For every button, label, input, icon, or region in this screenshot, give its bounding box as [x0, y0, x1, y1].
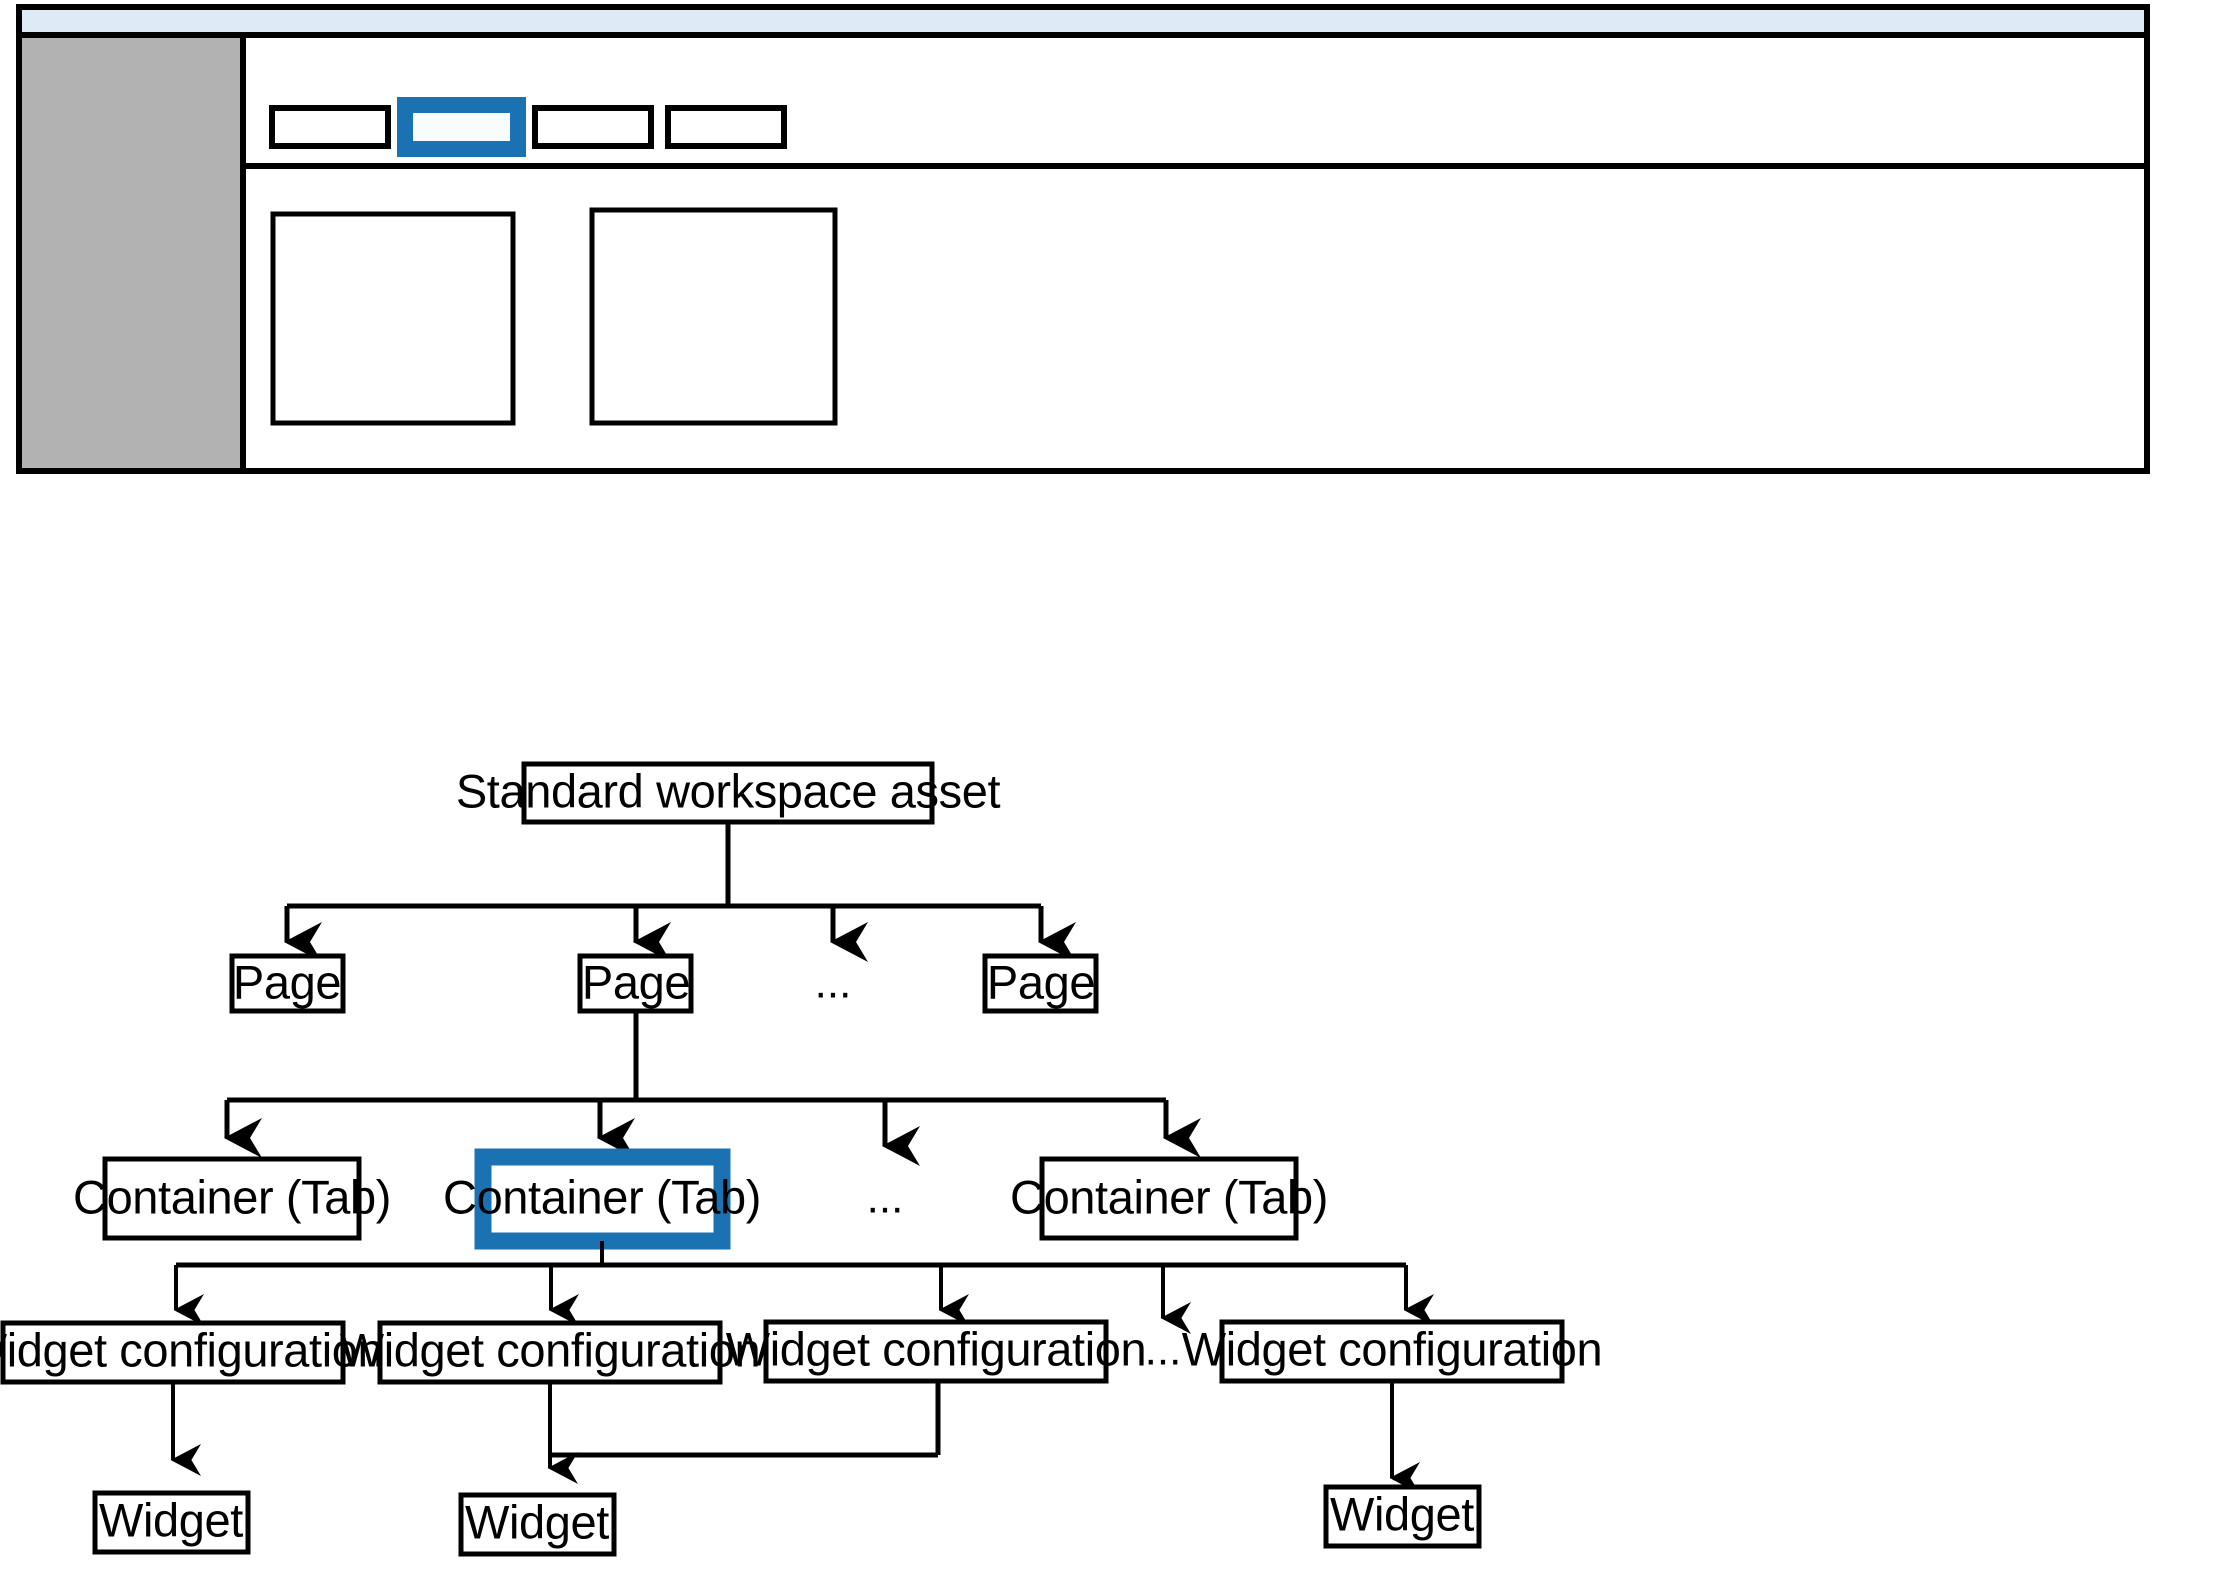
node-page-2-label: Page [582, 955, 690, 1008]
node-widget-1-box [92, 1490, 251, 1555]
mockup-tab-2-active[interactable] [397, 97, 526, 157]
mockup-tab-4[interactable] [665, 105, 787, 149]
connector-widget-configuration-3-to-widget-2 [551, 1381, 941, 1458]
node-page-3[interactable]: Page [982, 953, 1099, 1014]
connector-page-to-containers [223, 1011, 1201, 1167]
node-container-tab-2-selected[interactable]: Container (Tab) [443, 1148, 761, 1250]
node-container-tab-3[interactable]: Container (Tab) [1010, 1156, 1328, 1241]
node-widget-2-label: Widget [465, 1495, 609, 1548]
node-widget-1-label: Widget [99, 1493, 243, 1546]
node-standard-workspace-asset-label: Standard workspace asset [456, 764, 1001, 817]
connector-root-to-pages [283, 822, 1076, 963]
node-page-2[interactable]: Page [577, 953, 694, 1014]
mockup-titlebar [16, 4, 2150, 38]
node-container-tab-2-label: Container (Tab) [443, 1170, 761, 1223]
page-row-ellipsis: ... [815, 959, 852, 1008]
node-container-tab-1-box [102, 1156, 362, 1241]
node-widget-2[interactable]: Widget [458, 1492, 617, 1557]
node-standard-workspace-asset[interactable]: Standard workspace asset [456, 761, 1001, 825]
node-widget-configuration-1-label: Widget configuration [0, 1323, 383, 1376]
node-widget-configuration-2-label: Widget configuration [340, 1323, 760, 1376]
mockup-tab-1[interactable] [269, 105, 391, 149]
node-widget-configuration-1[interactable]: Widget configuration [0, 1320, 384, 1385]
node-widget-configuration-2-box [377, 1320, 723, 1385]
connector-container-to-widget-configurations [173, 1241, 1434, 1335]
node-widget-3-label: Widget [1330, 1487, 1474, 1540]
node-container-tab-1[interactable]: Container (Tab) [73, 1156, 391, 1241]
node-standard-workspace-asset-box [521, 761, 935, 825]
node-widget-configuration-1-box [0, 1320, 346, 1385]
node-page-3-box [982, 953, 1099, 1014]
node-container-tab-3-box [1039, 1156, 1299, 1241]
widget-configuration-row-ellipsis: ... [1145, 1326, 1182, 1375]
node-page-3-label: Page [987, 955, 1095, 1008]
node-widget-configuration-4-label: Widget configuration [1182, 1322, 1602, 1375]
node-container-tab-3-label: Container (Tab) [1010, 1170, 1328, 1223]
mockup-tab-3[interactable] [532, 105, 654, 149]
mockup-widget-1[interactable] [270, 211, 516, 426]
mockup-tab-strip [269, 97, 787, 157]
node-page-1-label: Page [233, 955, 341, 1008]
mockup-widget-area [270, 207, 838, 426]
mockup-sidebar[interactable] [16, 32, 246, 474]
mockup-widget-2[interactable] [589, 207, 838, 426]
node-widget-configuration-3[interactable]: Widget configuration [726, 1319, 1147, 1384]
node-page-2-box [577, 953, 694, 1014]
node-page-1-box [229, 953, 346, 1014]
node-widget-configuration-3-label: Widget configuration [726, 1322, 1146, 1375]
workspace-asset-hierarchy-diagram: Standard workspace asset Page Page [0, 761, 1603, 1557]
node-container-tab-1-label: Container (Tab) [73, 1170, 391, 1223]
node-widget-configuration-4[interactable]: Widget configuration [1182, 1319, 1603, 1384]
node-widget-3[interactable]: Widget [1323, 1484, 1482, 1549]
workspace-application-mockup [16, 4, 2150, 474]
node-page-1[interactable]: Page [229, 953, 346, 1014]
node-widget-configuration-2[interactable]: Widget configuration [340, 1320, 761, 1385]
node-widget-3-box [1323, 1484, 1482, 1549]
node-widget-2-box [458, 1492, 617, 1557]
node-widget-1[interactable]: Widget [92, 1490, 251, 1555]
container-row-ellipsis: ... [867, 1174, 904, 1223]
